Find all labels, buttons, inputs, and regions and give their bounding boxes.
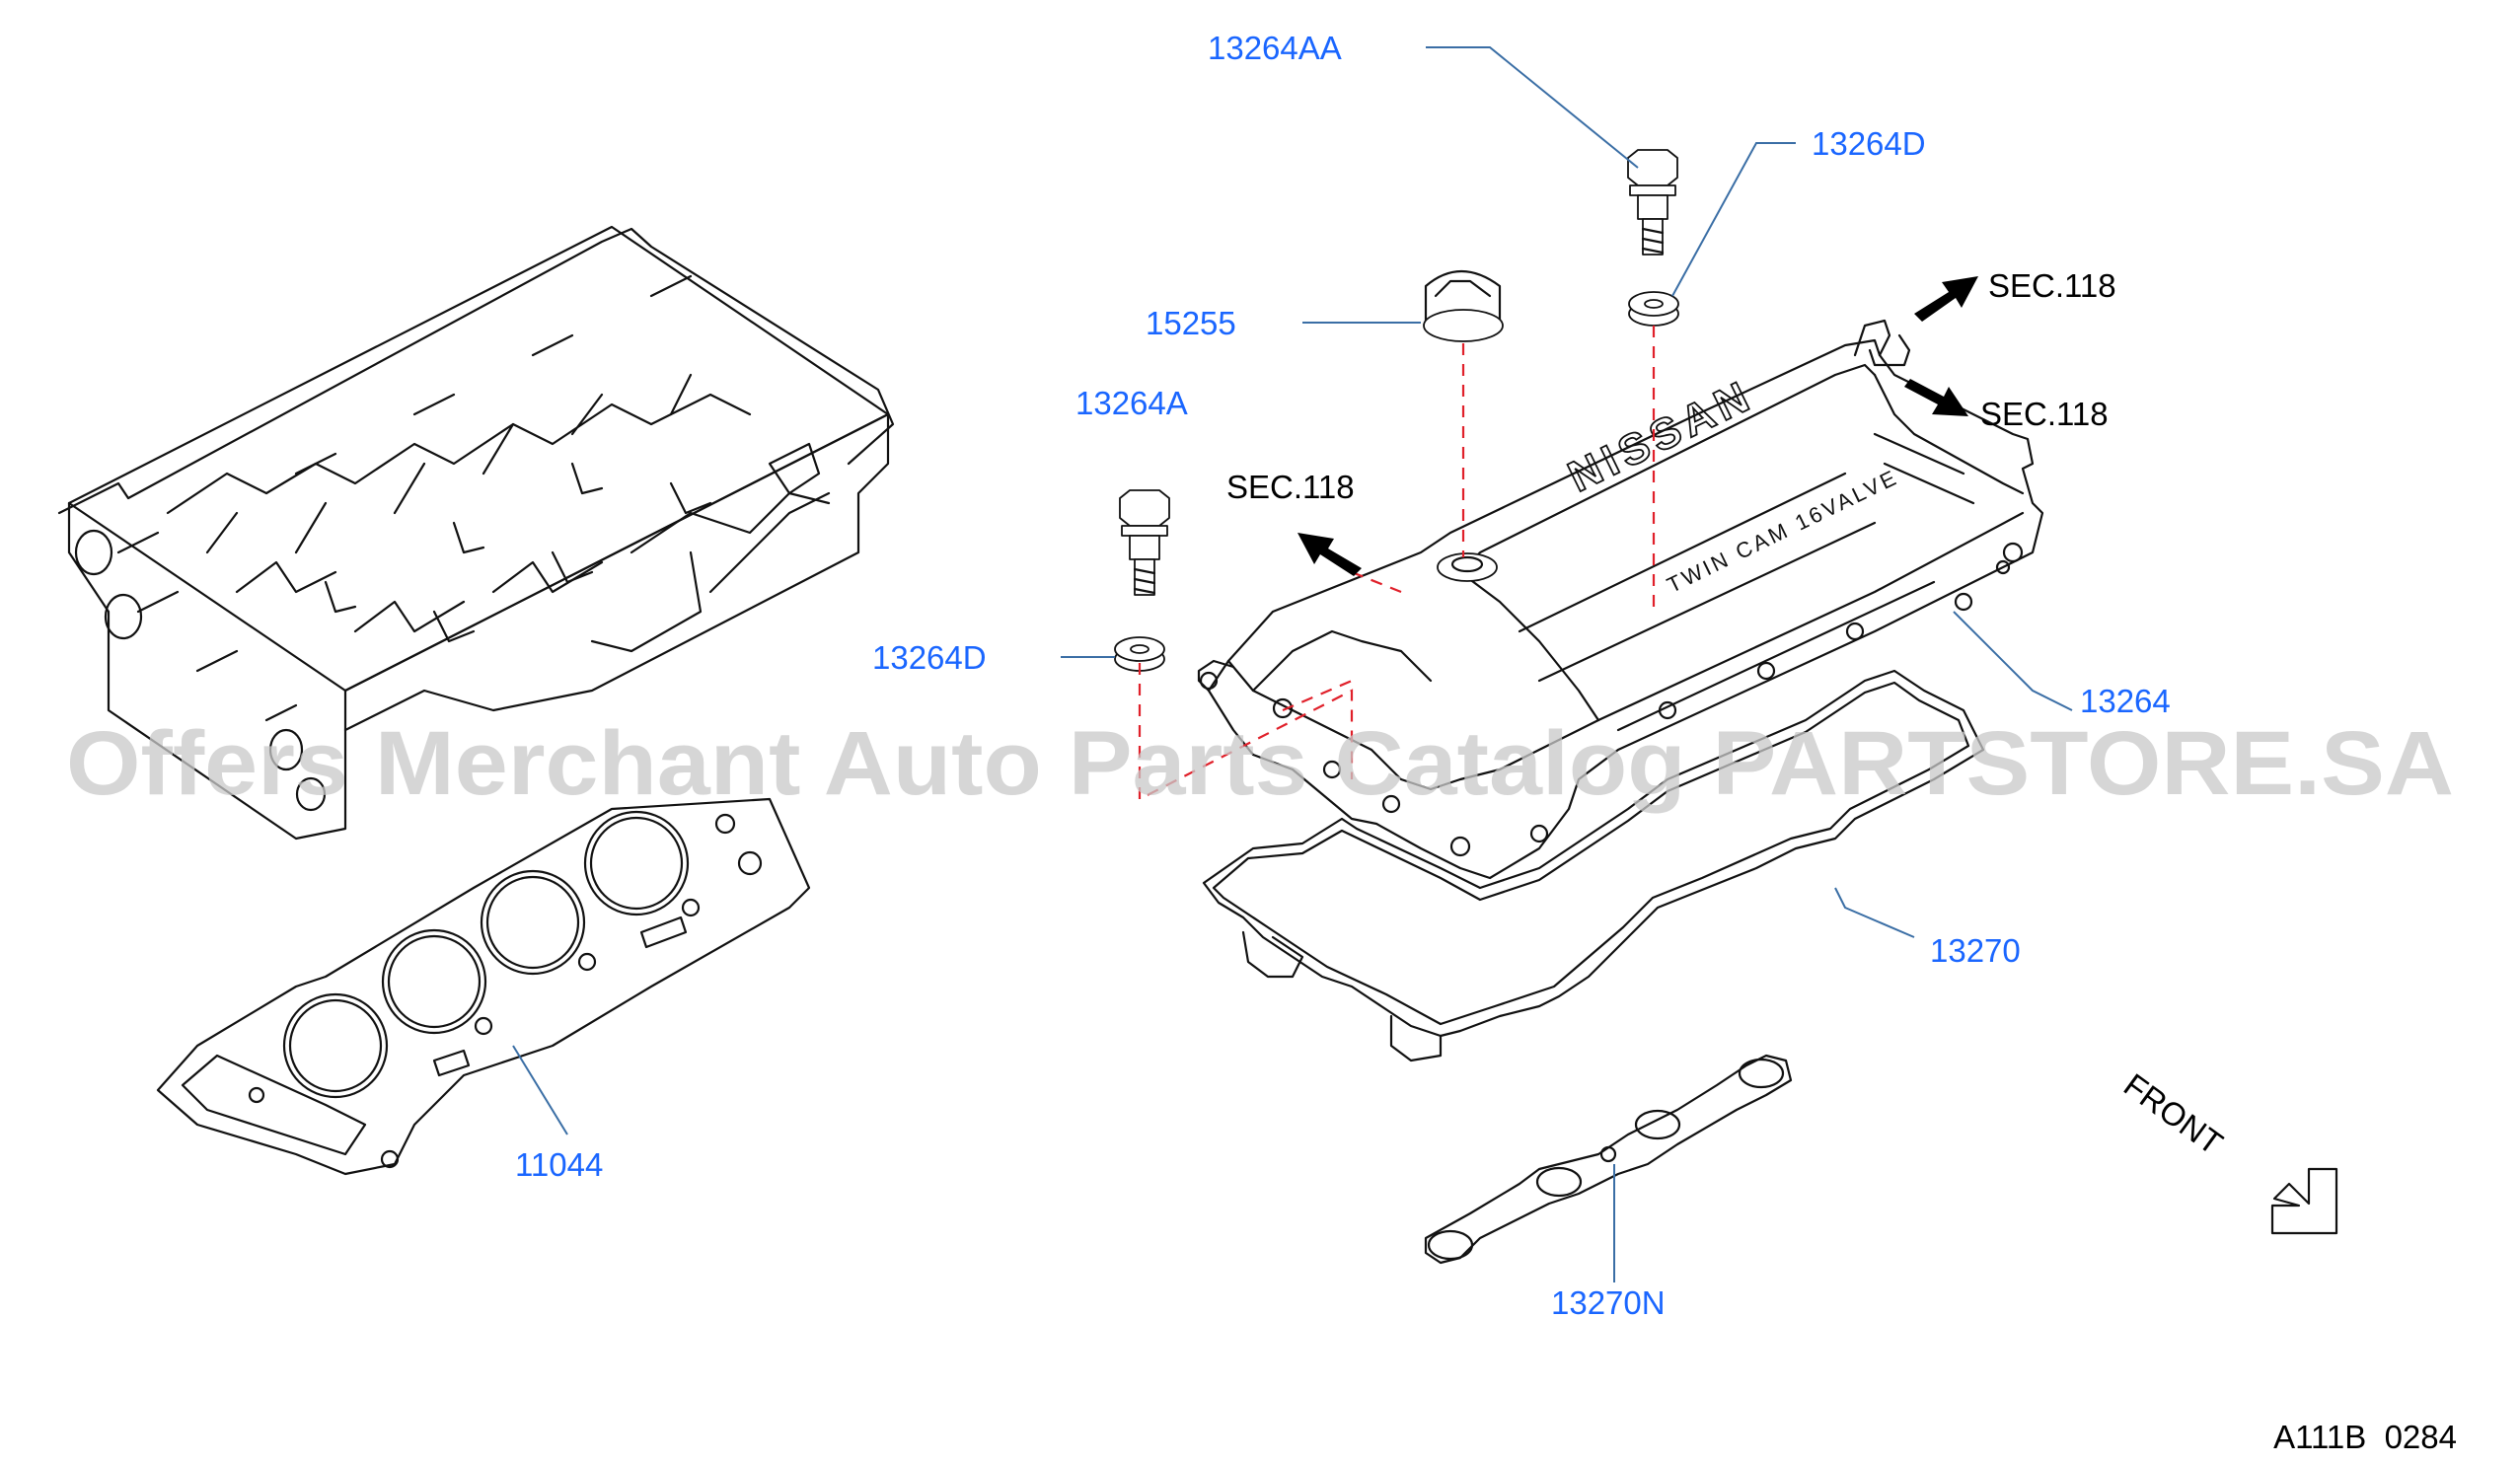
- sec-arrow-lower-right: [1904, 379, 1968, 416]
- part-label-13264aa[interactable]: 13264AA: [1208, 30, 1342, 66]
- plug-tube-gasket-illustration: [1424, 1054, 1793, 1265]
- watermark-text: Offers Merchant Auto Parts Catalog PARTS…: [66, 713, 2454, 814]
- bolt-13264aa-illustration: [1627, 149, 1678, 256]
- sec-arrow-upper-right: [1914, 276, 1978, 322]
- part-label-11044[interactable]: 11044: [515, 1146, 603, 1183]
- sec-label-left[interactable]: SEC.118: [1226, 469, 1355, 505]
- head-gasket-illustration: [156, 797, 811, 1176]
- sec-arrow-left: [1297, 533, 1362, 576]
- bolt-13264a-illustration: [1119, 489, 1170, 596]
- part-label-13264a[interactable]: 13264A: [1075, 385, 1188, 421]
- sec-label-upper-right[interactable]: SEC.118: [1988, 267, 2116, 304]
- cover-spec-text: TWIN CAM 16VALVE: [1664, 465, 1902, 598]
- sec-label-lower-right[interactable]: SEC.118: [1980, 396, 2109, 432]
- part-label-13264[interactable]: 13264: [2080, 683, 2171, 719]
- part-label-13270[interactable]: 13270: [1930, 932, 2021, 969]
- oil-filler-cap-illustration: [1423, 269, 1504, 342]
- part-labels: 13264AA 13264D 15255 13264A 13264D 13264…: [515, 30, 2171, 1321]
- leader-lines: [512, 46, 2073, 1282]
- grommet-13264d-top-illustration: [1628, 291, 1679, 327]
- front-direction-indicator: FRONT: [2117, 1066, 2338, 1235]
- assembly-guide-lines: [1138, 326, 1656, 801]
- rocker-cover-gasket-illustration: [1202, 669, 1985, 1062]
- part-label-13264d-left[interactable]: 13264D: [872, 639, 987, 676]
- part-label-13264d-top[interactable]: 13264D: [1812, 125, 1926, 162]
- part-label-15255[interactable]: 15255: [1146, 305, 1236, 341]
- part-label-13270n[interactable]: 13270N: [1551, 1284, 1666, 1321]
- cylinder-head-illustration: [57, 225, 895, 841]
- section-labels: SEC.118 SEC.118 SEC.118: [1226, 267, 2116, 505]
- front-label: FRONT: [2117, 1066, 2230, 1162]
- diagram-code: A111B 0284: [2273, 1419, 2457, 1455]
- cover-brand-text: NISSAN: [1561, 371, 1761, 502]
